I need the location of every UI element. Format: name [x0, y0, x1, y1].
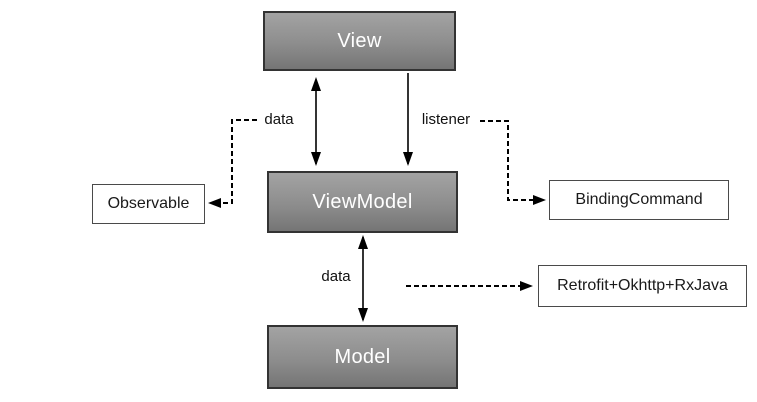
model-node: Model	[267, 325, 458, 389]
edge-label-data-top: data	[264, 111, 294, 128]
observable-node: Observable	[92, 184, 205, 224]
viewmodel-node: ViewModel	[267, 171, 458, 233]
bindingcommand-node: BindingCommand	[549, 180, 729, 220]
edge-label-listener: listener	[421, 111, 471, 128]
network-node: Retrofit+Okhttp+RxJava	[538, 265, 747, 307]
view-node: View	[263, 11, 456, 71]
viewmodel-model-data-arrow	[358, 235, 368, 322]
view-viewmodel-data-arrow	[311, 77, 321, 166]
bindingcommand-node-label: BindingCommand	[575, 191, 703, 208]
data-observable-connector	[208, 119, 257, 208]
view-node-label: View	[337, 29, 382, 52]
viewmodel-node-label: ViewModel	[312, 190, 413, 213]
model-node-label: Model	[334, 345, 391, 368]
listener-bindingcommand-connector	[480, 120, 546, 205]
view-viewmodel-listener-arrow	[403, 73, 413, 166]
network-node-label: Retrofit+Okhttp+RxJava	[557, 277, 728, 294]
edge-label-data-bottom: data	[321, 268, 351, 285]
observable-node-label: Observable	[107, 195, 190, 212]
model-network-connector	[406, 281, 533, 291]
